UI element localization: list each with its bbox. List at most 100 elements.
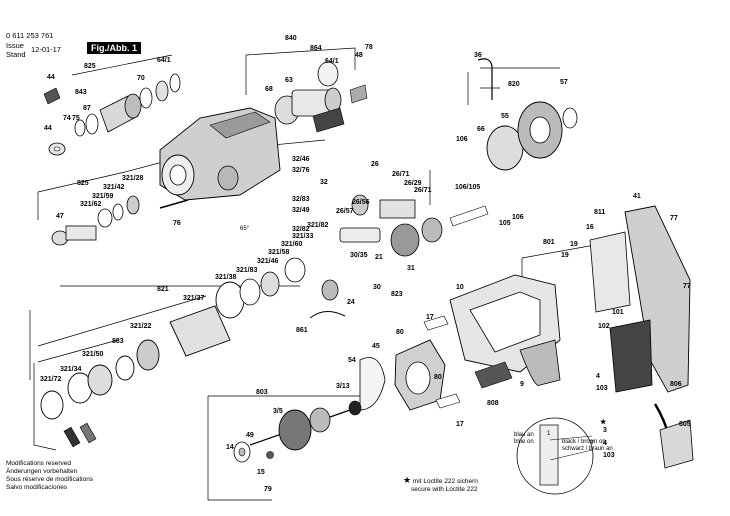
label-30: 30: [373, 284, 381, 291]
label-321-46: 321/46: [257, 258, 279, 265]
loctite-en: secure with Loctite 222: [411, 486, 478, 493]
label-87: 87: [83, 105, 91, 112]
label-64-1: 64/1: [157, 57, 171, 64]
label-68: 68: [265, 86, 273, 93]
label-4b: 4: [603, 440, 607, 447]
label-14: 14: [226, 444, 234, 451]
label-106-105: 106/105: [455, 184, 480, 191]
label-77a: 77: [670, 215, 678, 222]
group-bracket-lines: [29, 47, 596, 501]
label-321-62: 321/62: [80, 201, 102, 208]
label-821: 821: [157, 286, 169, 293]
label-3: 3: [603, 427, 607, 434]
armature-assembly: [233, 400, 362, 463]
mod-fr: Sous réserve de modifications: [6, 476, 94, 483]
label-36: 36: [474, 52, 482, 59]
label-101: 101: [612, 309, 624, 316]
wire-black-en: black / brown on: [562, 439, 606, 445]
gear-housing: [159, 107, 281, 201]
label-823: 823: [391, 291, 403, 298]
label-321-82: 321/82: [307, 222, 329, 229]
label-44b: 44: [44, 125, 52, 132]
loctite-de: mit Loctite 222 sichern: [412, 478, 478, 485]
label-24: 24: [347, 299, 355, 306]
label-32-46: 32/46: [292, 156, 310, 163]
label-321-33: 321/33: [292, 233, 314, 240]
bearing-flange-top-right: [477, 58, 578, 171]
label-321-38: 321/38: [215, 274, 237, 281]
label-48: 48: [355, 52, 363, 59]
mod-de: Änderungen vorbehalten: [6, 468, 78, 475]
part-number-labels: 44 825 843 87 75 74 44 70 64/1 840 864 4…: [40, 35, 691, 493]
wire-blue-en: blue on: [514, 439, 534, 445]
figure-label: Fig./Abb. 1: [87, 42, 141, 54]
label-57: 57: [560, 79, 568, 86]
label-102: 102: [598, 323, 610, 330]
label-30-35: 30/35: [350, 252, 368, 259]
label-77b: 77: [683, 283, 691, 290]
label-864: 864: [310, 45, 322, 52]
label-808: 808: [487, 400, 499, 407]
label-321-50: 321/50: [82, 351, 104, 358]
label-64-1b: 64/1: [325, 58, 339, 65]
label-321-58: 321/58: [268, 249, 290, 256]
chuck-assembly: [43, 73, 181, 156]
label-106b: 106: [512, 214, 524, 221]
issue-date: 12-01-17: [31, 45, 62, 54]
issue-label: Issue: [6, 41, 24, 50]
label-26-29: 26/29: [404, 180, 422, 187]
label-883: 883: [112, 338, 124, 345]
label-321-28: 321/28: [122, 175, 144, 182]
label-44a: 44: [47, 74, 55, 81]
wire-num-2: 2: [590, 440, 594, 446]
label-54: 54: [348, 357, 356, 364]
label-26-56: 26/56: [352, 199, 370, 206]
label-825b: 825: [77, 180, 89, 187]
label-17a: 17: [426, 314, 434, 321]
label-3-5: 3/5: [273, 408, 283, 415]
loctite-note: ★ mit Loctite 222 sichern secure with Lo…: [403, 476, 478, 494]
label-15: 15: [257, 469, 265, 476]
label-32-49: 32/49: [292, 207, 310, 214]
label-861: 861: [296, 327, 308, 334]
label-321-59: 321/59: [92, 193, 114, 200]
label-26-57: 26/57: [336, 208, 354, 215]
label-16: 16: [586, 224, 594, 231]
label-32-76: 32/76: [292, 167, 310, 174]
label-47: 47: [56, 213, 64, 220]
label-321-42: 321/42: [103, 184, 125, 191]
label-19b: 19: [561, 252, 569, 259]
label-49: 49: [246, 432, 254, 439]
label-811: 811: [594, 209, 605, 216]
label-321-72: 321/72: [40, 376, 62, 383]
label-19a: 19: [570, 241, 578, 248]
label-78: 78: [365, 44, 373, 51]
label-321-83: 321/83: [236, 267, 258, 274]
label-74: 74: [63, 115, 71, 122]
label-31: 31: [407, 265, 415, 272]
label-65deg: 65°: [240, 226, 250, 232]
label-21: 21: [375, 254, 383, 261]
label-801: 801: [543, 239, 555, 246]
part-number: 0 611 253 761: [6, 31, 54, 40]
label-321-37: 321/37: [183, 295, 205, 302]
loctite-star-icon: ★: [403, 475, 412, 485]
label-26-71b: 26/71: [414, 187, 432, 194]
label-32-83: 32/83: [292, 196, 310, 203]
label-76: 76: [173, 220, 181, 227]
label-825a: 825: [84, 63, 96, 70]
wiring-detail-circle: [516, 417, 594, 495]
label-3-13: 3/13: [336, 383, 350, 390]
label-9: 9: [520, 381, 524, 388]
motor-housing: [449, 274, 561, 389]
label-75: 75: [72, 115, 80, 122]
mod-es: Salvo modificaciones: [6, 484, 68, 491]
label-32: 32: [320, 179, 328, 186]
label-840: 840: [285, 35, 297, 42]
label-820: 820: [508, 81, 520, 88]
wire-black-de: schwarz / braun an: [562, 446, 613, 452]
label-10: 10: [456, 284, 464, 291]
label-806: 806: [670, 381, 682, 388]
label-105: 105: [499, 220, 511, 227]
label-41: 41: [633, 193, 641, 200]
